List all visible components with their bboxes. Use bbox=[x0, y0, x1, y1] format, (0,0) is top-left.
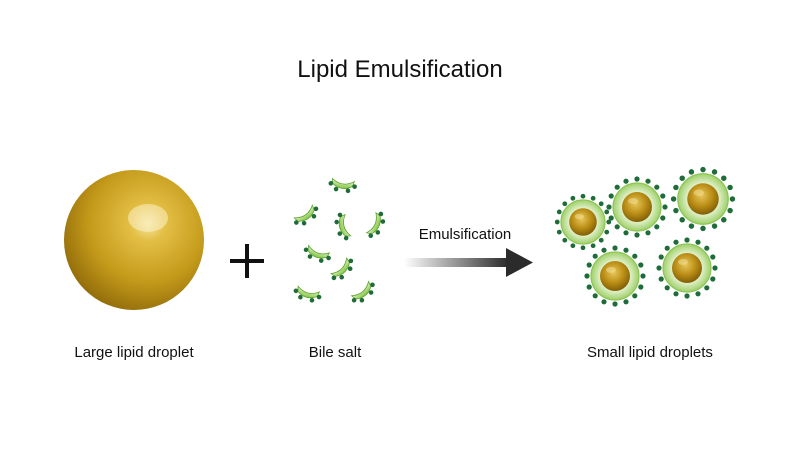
small-lipid-droplet bbox=[670, 166, 736, 232]
bile-salt-molecule bbox=[328, 255, 359, 286]
arrow-label: Emulsification bbox=[418, 226, 512, 243]
small-lipid-droplet bbox=[605, 175, 669, 239]
bile-salt-molecule bbox=[291, 284, 324, 306]
bile-salt-caption: Bile salt bbox=[308, 344, 362, 361]
bile-salt-cluster bbox=[291, 177, 389, 308]
bile-salt-molecule bbox=[291, 202, 323, 231]
plus-icon bbox=[230, 244, 264, 278]
small-lipid-droplet bbox=[554, 193, 612, 251]
arrow-right-icon bbox=[404, 248, 533, 277]
large-droplet-caption: Large lipid droplet bbox=[74, 344, 194, 361]
large-lipid-droplet bbox=[64, 170, 204, 310]
bile-salt-molecule bbox=[364, 209, 389, 242]
bile-salt-molecule bbox=[348, 279, 380, 308]
small-lipid-droplet bbox=[583, 244, 647, 308]
small-droplets-caption: Small lipid droplets bbox=[587, 344, 713, 361]
small-lipid-droplets bbox=[554, 166, 736, 308]
bile-salt-molecule bbox=[300, 243, 333, 267]
bile-salt-molecule bbox=[331, 210, 353, 243]
bile-salt-molecule bbox=[327, 177, 359, 195]
small-lipid-droplet bbox=[655, 236, 719, 300]
diagram-title: Lipid Emulsification bbox=[297, 56, 503, 83]
